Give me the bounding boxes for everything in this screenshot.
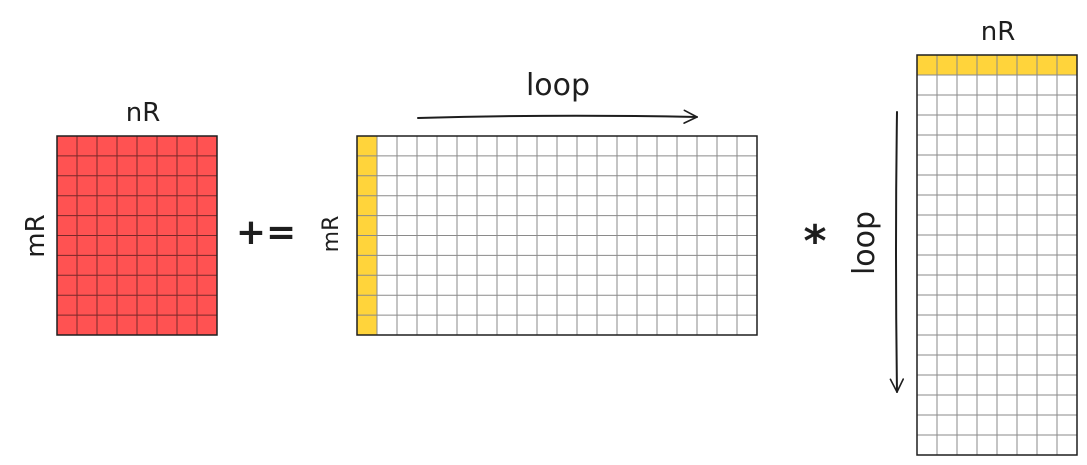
- a-loop-arrow: [417, 109, 698, 124]
- accumulate-operator: +=: [236, 212, 296, 253]
- c-mr-label: mR: [21, 214, 51, 257]
- b-loop-arrow: [889, 111, 905, 393]
- b-matrix: [916, 54, 1078, 456]
- c-matrix: [56, 135, 218, 336]
- a-matrix: [356, 135, 758, 336]
- c-matrix-grid: [57, 136, 217, 335]
- c-matrix-border: [56, 135, 218, 336]
- a-matrix-border: [356, 135, 758, 336]
- b-matrix-border: [916, 54, 1078, 456]
- c-nr-label: nR: [126, 98, 161, 128]
- a-matrix-grid: [357, 136, 757, 335]
- b-loop-label: loop: [847, 211, 882, 275]
- multiply-operator: *: [803, 216, 826, 267]
- b-nr-label: nR: [981, 17, 1016, 47]
- a-loop-label: loop: [526, 68, 590, 103]
- a-mr-label: mR: [319, 216, 344, 253]
- b-matrix-grid: [917, 55, 1077, 455]
